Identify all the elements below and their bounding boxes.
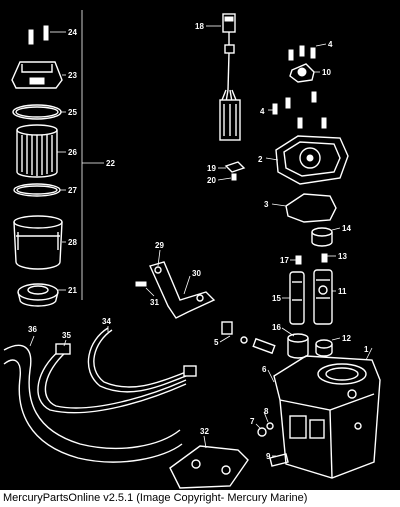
- part-32-mounting-bracket: [169, 435, 249, 489]
- part-15-11-fuel-pumps: [282, 269, 336, 325]
- part-26-filter-element: [16, 124, 66, 178]
- callout-34: 34: [102, 317, 111, 326]
- part-17-13-connectors: [290, 253, 336, 265]
- callout-16: 16: [272, 323, 281, 332]
- callout-12: 12: [342, 334, 351, 343]
- part-18-wiring-harness: [206, 13, 241, 141]
- callout-18: 18: [195, 22, 204, 31]
- callout-6: 6: [262, 365, 267, 374]
- part-14-grommet: [311, 227, 341, 247]
- part-25-o-ring: [12, 104, 66, 120]
- callout-11: 11: [338, 287, 347, 296]
- part-10-valve: [289, 63, 320, 83]
- callout-35: 35: [62, 331, 71, 340]
- part-3-gasket: [271, 193, 337, 223]
- fuel-filter-assembly: [11, 10, 104, 307]
- exploded-parts-diagram: 1 2 3 4 4 5 6 7 8 9 10 11 12 13 14 15 16…: [3, 10, 381, 489]
- part-24-screws: [28, 25, 66, 45]
- part-1-housing: [273, 347, 381, 479]
- part-27-o-ring: [13, 183, 66, 197]
- part-5-6-fitting: [219, 321, 276, 383]
- callout-31: 31: [150, 298, 159, 307]
- callout-7: 7: [250, 417, 255, 426]
- part-21-cap: [17, 283, 66, 307]
- copyright-caption: MercuryPartsOnline v2.5.1 (Image Copyrig…: [0, 490, 400, 507]
- part-29-30-31-bracket: [135, 249, 216, 319]
- callout-21: 21: [68, 286, 77, 295]
- callout-25: 25: [68, 108, 77, 117]
- callout-36: 36: [28, 325, 37, 334]
- callout-2: 2: [258, 155, 263, 164]
- callout-5: 5: [214, 338, 219, 347]
- callout-27: 27: [68, 186, 77, 195]
- callout-1: 1: [364, 345, 369, 354]
- callout-29: 29: [155, 241, 164, 250]
- part-2-cover: [265, 135, 349, 185]
- callout-8: 8: [264, 407, 269, 416]
- part-28-filter-bowl: [13, 215, 66, 270]
- callout-32: 32: [200, 427, 209, 436]
- callout-20: 20: [207, 176, 216, 185]
- callout-9: 9: [266, 452, 271, 461]
- callout-3: 3: [264, 200, 269, 209]
- callout-19: 19: [207, 164, 216, 173]
- callout-23: 23: [68, 71, 77, 80]
- callout-4-lower: 4: [260, 107, 265, 116]
- callout-15: 15: [272, 294, 281, 303]
- callout-26: 26: [68, 148, 77, 157]
- callout-22: 22: [106, 159, 115, 168]
- callout-24: 24: [68, 28, 77, 37]
- callout-10: 10: [322, 68, 331, 77]
- part-4-screws-lower: [268, 91, 327, 129]
- callout-labels: 1 2 3 4 4 5 6 7 8 9 10 11 12 13 14 15 16…: [28, 22, 369, 461]
- part-35-fuel-line: [37, 339, 187, 414]
- part-4-screws-upper: [288, 43, 327, 61]
- part-23-bracket: [11, 61, 66, 89]
- part-16-12-seals: [281, 327, 341, 359]
- callout-14: 14: [342, 224, 351, 233]
- part-34-fuel-line: [87, 326, 197, 393]
- part-19-20-clip: [217, 161, 246, 181]
- part-36-hose: [3, 335, 183, 463]
- callout-30: 30: [192, 269, 201, 278]
- callout-4-upper: 4: [328, 40, 333, 49]
- callout-13: 13: [338, 252, 347, 261]
- part-7-8-9-fittings: [255, 411, 289, 467]
- callout-28: 28: [68, 238, 77, 247]
- callout-17: 17: [280, 256, 289, 265]
